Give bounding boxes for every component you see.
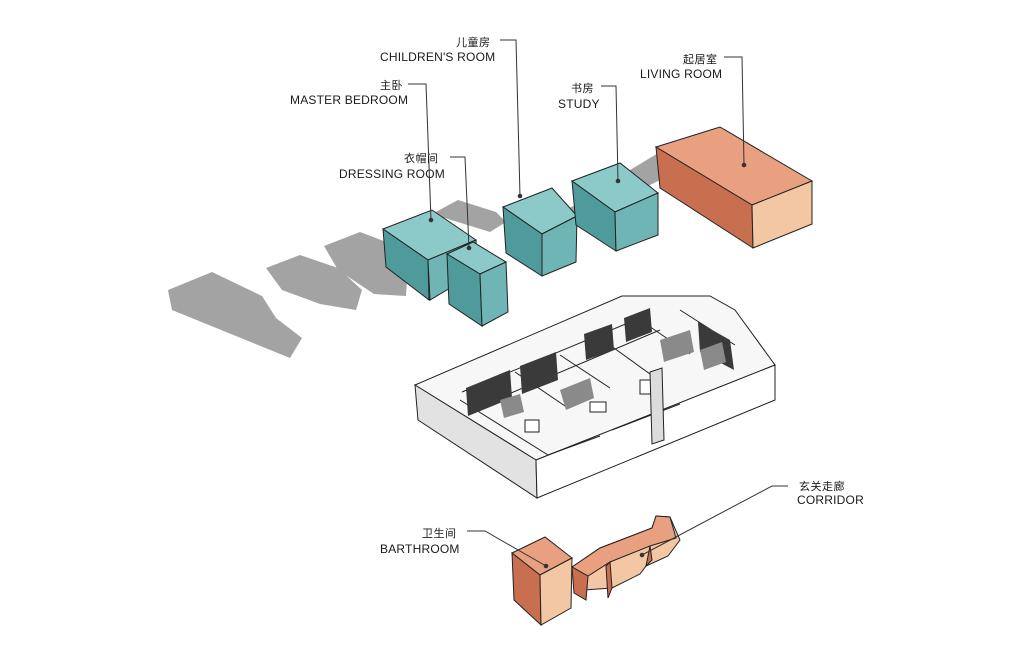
corridor-label-zh: 玄关走廊: [799, 480, 845, 493]
childrens-room-volume: [501, 187, 578, 277]
study-label-en: STUDY: [558, 97, 600, 111]
study-volume: [570, 162, 659, 252]
master-bedroom-label-zh: 主卧: [380, 79, 403, 92]
bathroom-label-zh: 卫生间: [422, 527, 457, 540]
apartment-floor-model: [413, 295, 776, 499]
living-room-label-zh: 起居室: [683, 53, 718, 66]
dressing-room-label-en: DRESSING ROOM: [339, 167, 445, 181]
study-label-zh: 书房: [571, 82, 594, 95]
dressing-room-label-zh: 衣帽间: [404, 152, 439, 165]
bathroom-volume: [511, 536, 573, 627]
corridor-volume: [571, 515, 681, 601]
dressing-room-volume: [445, 241, 509, 327]
leader-lines: [408, 39, 788, 569]
living-room-volume: [654, 126, 814, 249]
childrens-room-label-zh: 儿童房: [456, 36, 491, 49]
living-room-label-en: LIVING ROOM: [640, 67, 723, 81]
childrens-room-label-en: CHILDREN'S ROOM: [380, 50, 496, 64]
bathroom-label-en: BARTHROOM: [380, 542, 460, 556]
master-bedroom-label-en: MASTER BEDROOM: [290, 93, 409, 107]
corridor-label-en: CORRIDOR: [797, 493, 864, 507]
